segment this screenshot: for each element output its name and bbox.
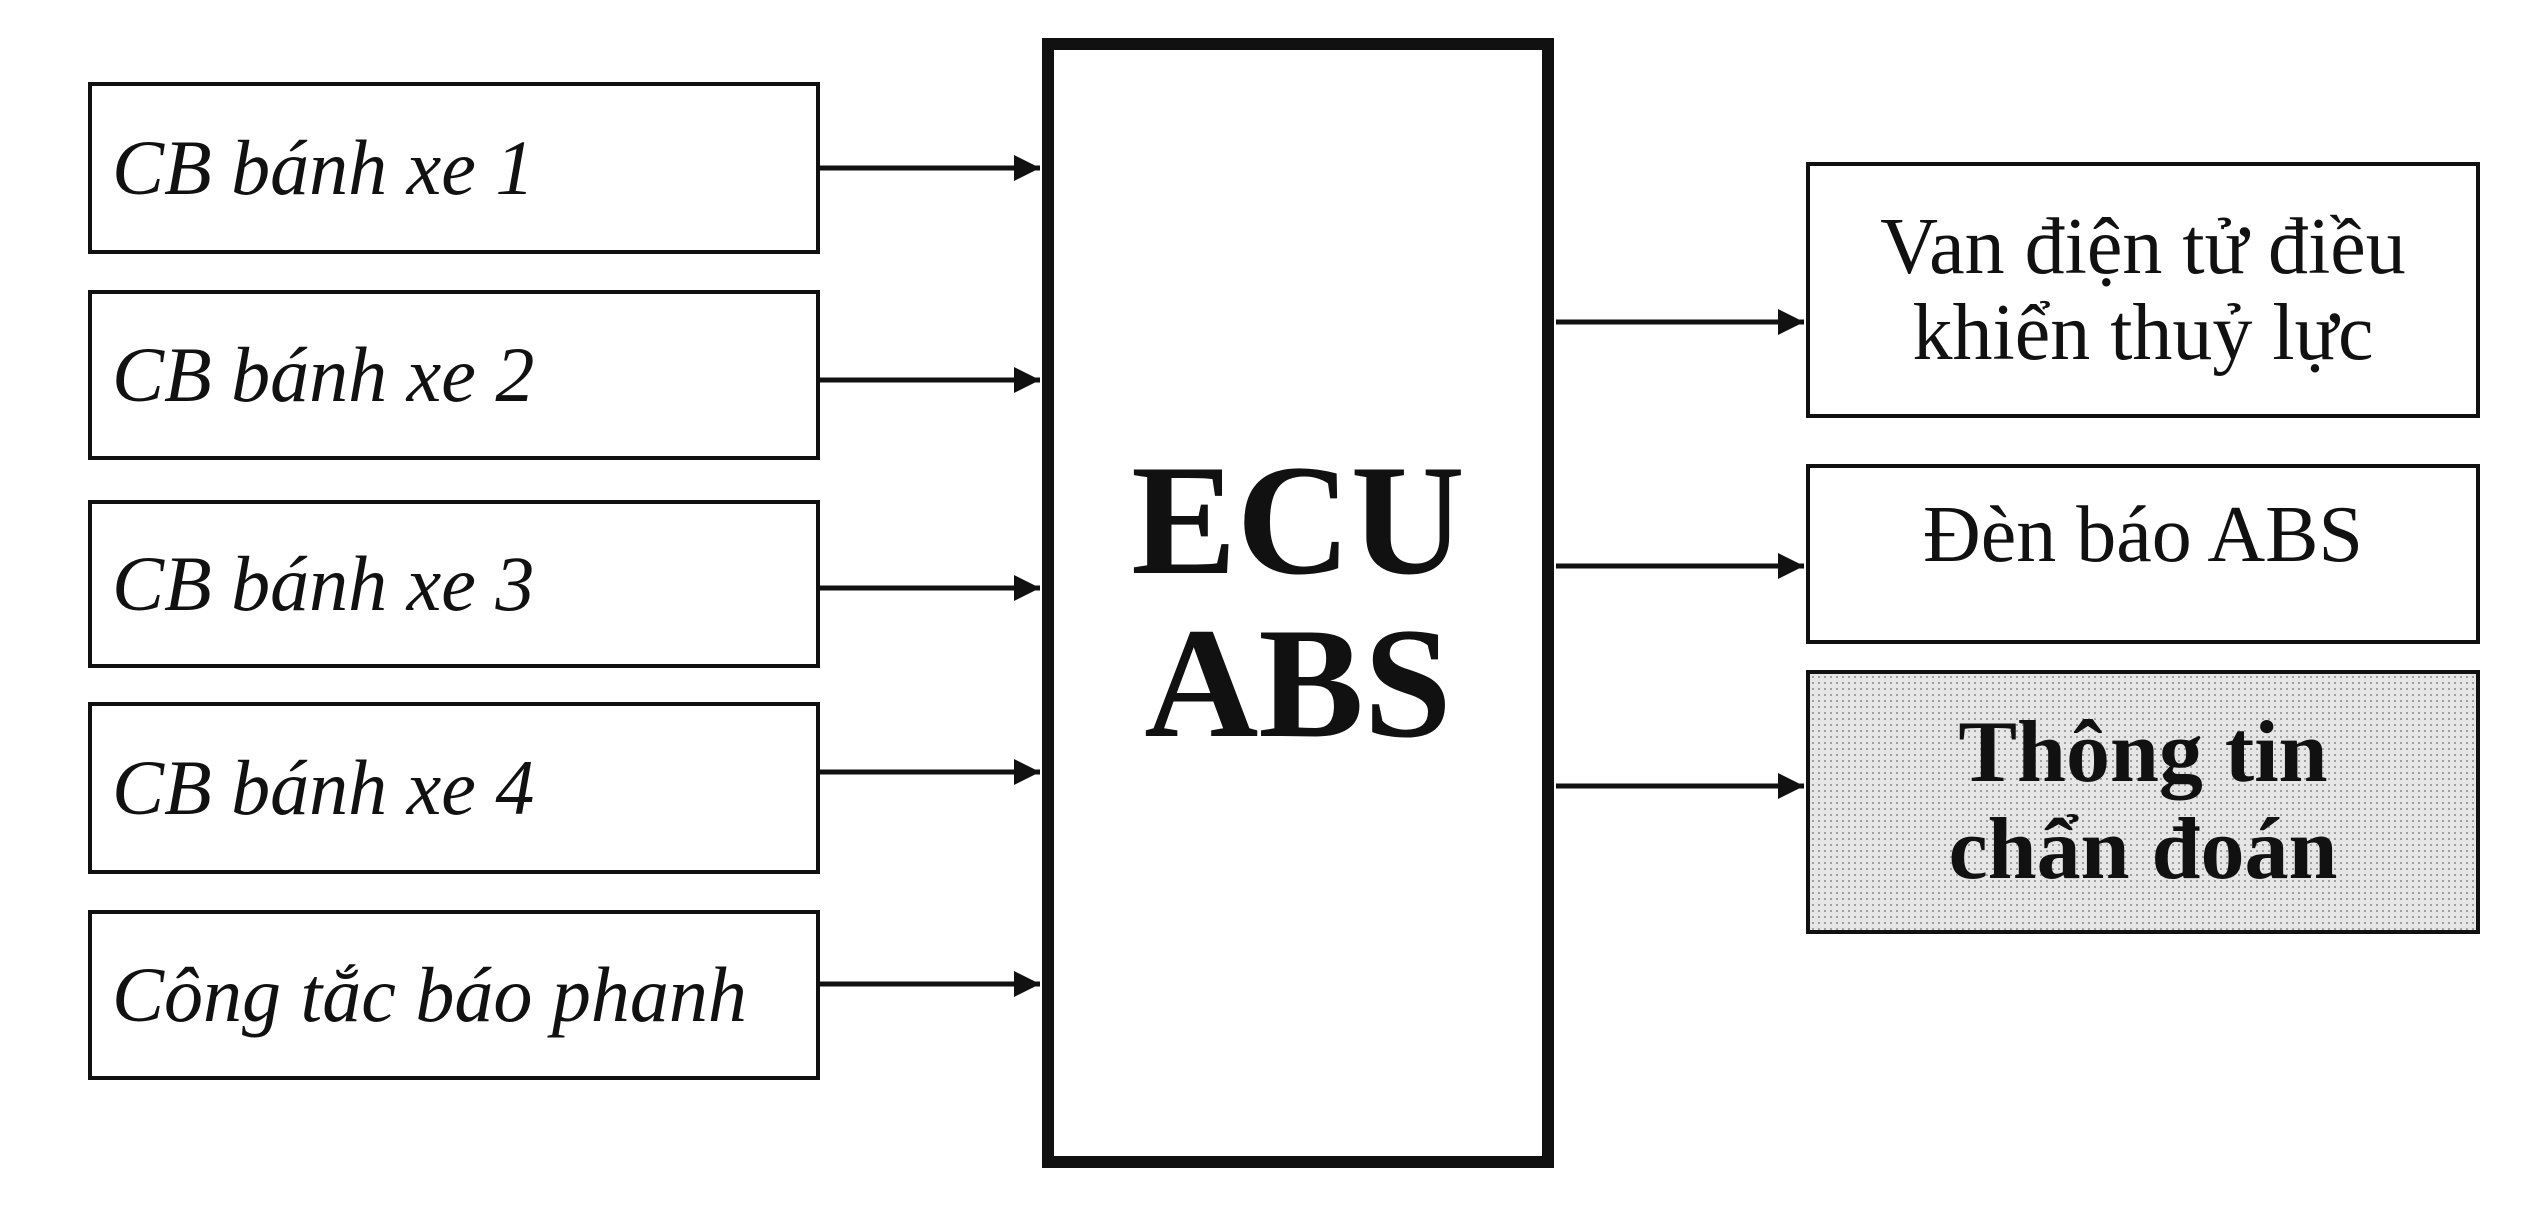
output-box-hydraulic-valve: Van điện tử điều khiển thuỷ lực: [1806, 162, 2480, 418]
output-label-diagnostic-info: Thông tin chẩn đoán: [1948, 704, 2338, 898]
input-box-brake-switch: Công tắc báo phanh: [88, 910, 820, 1080]
input-label-wheel-sensor-2: CB bánh xe 2: [112, 331, 535, 418]
output-box-diagnostic-info: Thông tin chẩn đoán: [1806, 670, 2480, 934]
input-label-wheel-sensor-1: CB bánh xe 1: [112, 124, 535, 211]
input-label-wheel-sensor-3: CB bánh xe 3: [112, 540, 535, 627]
input-box-wheel-sensor-1: CB bánh xe 1: [88, 82, 820, 254]
input-box-wheel-sensor-3: CB bánh xe 3: [88, 500, 820, 668]
input-box-wheel-sensor-2: CB bánh xe 2: [88, 290, 820, 460]
ecu-abs-label: ECU ABS: [1131, 433, 1465, 771]
input-label-wheel-sensor-4: CB bánh xe 4: [112, 744, 535, 831]
input-label-brake-switch: Công tắc báo phanh: [112, 951, 747, 1038]
output-label-hydraulic-valve: Van điện tử điều khiển thuỷ lực: [1880, 202, 2406, 377]
output-label-abs-warning-light: Đèn báo ABS: [1923, 491, 2363, 579]
output-box-abs-warning-light: Đèn báo ABS: [1806, 464, 2480, 644]
ecu-abs-box: ECU ABS: [1042, 38, 1554, 1168]
input-box-wheel-sensor-4: CB bánh xe 4: [88, 702, 820, 874]
